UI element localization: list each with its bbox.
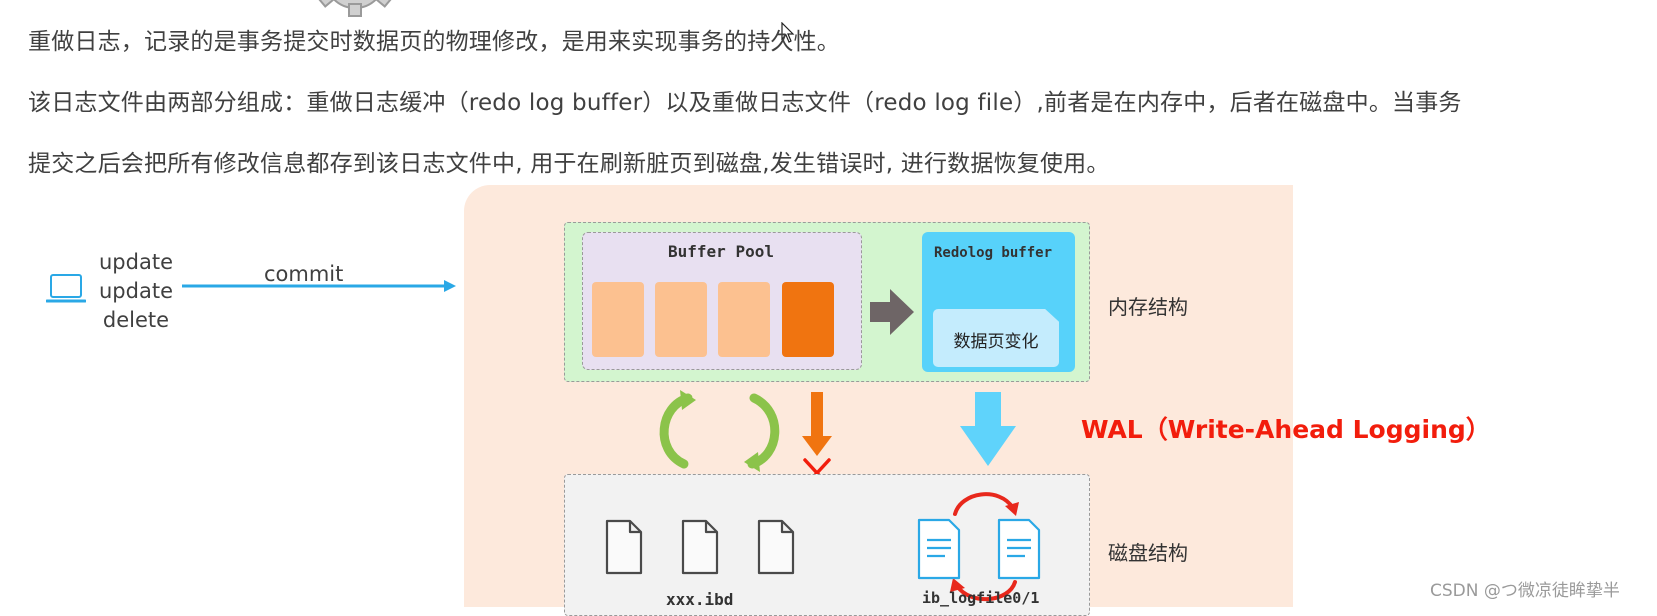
cursor-icon <box>781 22 795 43</box>
refresh-arrows-icon <box>659 390 780 472</box>
data-page-change-box <box>933 309 1059 367</box>
op-update-1: update <box>99 250 173 274</box>
buffer-page <box>718 282 770 357</box>
file-icon <box>605 519 643 575</box>
buffer-page <box>592 282 644 357</box>
commit-arrow <box>182 280 456 292</box>
paragraph-line-3: 提交之后会把所有修改信息都存到该日志文件中, 用于在刷新脏页到磁盘,发生错误时,… <box>28 151 1110 177</box>
watermark: CSDN @つ微凉徒眸挚半 <box>1430 581 1620 601</box>
data-page-change-label: 数据页变化 <box>953 332 1039 352</box>
commit-label: commit <box>264 262 344 286</box>
paragraph-line-1: 重做日志，记录的是事务提交时数据页的物理修改，是用来实现事务的持久性。 <box>28 29 840 55</box>
file-icon <box>681 519 719 575</box>
op-delete: delete <box>102 308 170 332</box>
logfile-cycle-icon <box>917 492 1041 601</box>
buffer-pool-title: Buffer Pool <box>668 242 774 261</box>
disk-structure-label: 磁盘结构 <box>1108 541 1188 565</box>
dirty-page <box>782 282 834 357</box>
memory-structure-label: 内存结构 <box>1108 295 1188 319</box>
redolog-buffer-title: Redolog buffer <box>934 245 1053 261</box>
op-update-2: update <box>99 279 173 303</box>
buffer-page <box>655 282 707 357</box>
file-icon <box>757 519 795 575</box>
right-arrow-icon <box>870 289 914 335</box>
ibd-file-label: xxx.ibd <box>666 590 734 609</box>
operations-list: update update delete <box>96 248 176 335</box>
paragraph-line-2: 该日志文件由两部分组成：重做日志缓冲（redo log buffer）以及重做日… <box>28 90 1462 116</box>
logfile-label: ib_logfile0/1 <box>922 589 1040 607</box>
down-arrow-icon <box>960 392 1016 466</box>
laptop-icon <box>46 274 86 303</box>
gear-icon <box>316 0 394 17</box>
wal-label: WAL（Write-Ahead Logging） <box>1081 415 1491 444</box>
